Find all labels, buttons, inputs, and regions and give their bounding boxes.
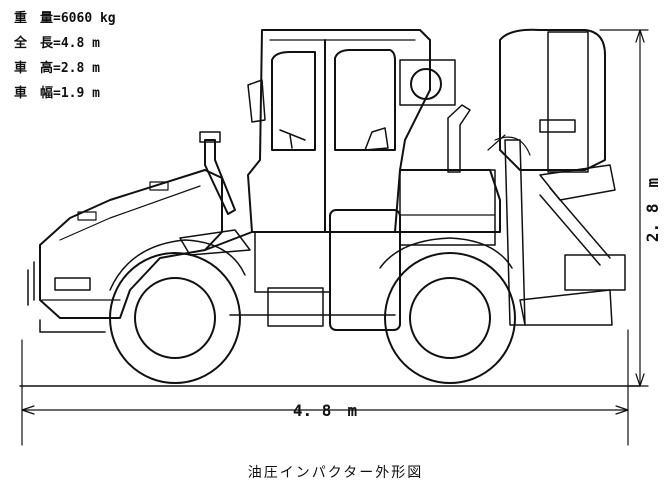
center-panel — [254, 231, 331, 293]
impactor-base — [519, 289, 613, 326]
rear-wheel — [384, 252, 516, 384]
spec-weight: 重 量=6060 kg — [14, 11, 116, 26]
impactor-bracket — [539, 119, 576, 133]
cab-side-panel — [399, 59, 456, 106]
cab-door-window — [334, 49, 396, 151]
cab-lamp — [410, 68, 442, 100]
front-wheel — [109, 252, 241, 384]
hood-panel-line — [59, 185, 201, 241]
rear-fender — [379, 237, 513, 269]
rear-body — [399, 169, 496, 246]
cab-mirror — [247, 79, 266, 123]
figure-caption: 油圧インパクター外形図 — [247, 465, 424, 481]
rear-exhaust-stack — [447, 104, 471, 173]
spec-length: 全 長=4.8 m — [14, 36, 100, 51]
hydraulic-block — [267, 287, 324, 327]
hood-vent — [77, 211, 97, 221]
front-hood — [39, 169, 223, 319]
front-grille — [54, 277, 91, 291]
impactor-mast — [504, 139, 526, 326]
impactor-hose — [487, 134, 531, 156]
impactor-head — [564, 254, 626, 291]
height-arrow-top — [635, 29, 645, 43]
spec-label: 車 幅 — [14, 86, 54, 101]
spec-value: 4.8 m — [60, 36, 100, 51]
exhaust-cap — [199, 131, 221, 143]
length-arrow-left — [21, 405, 35, 415]
spec-width: 車 幅=1.9 m — [14, 86, 100, 101]
cab-front-window — [271, 51, 316, 151]
spec-label: 全 長 — [14, 36, 54, 51]
front-fender — [109, 239, 246, 291]
impactor-cylinder — [539, 187, 611, 266]
fuel-tank — [329, 209, 401, 331]
spec-table: 重 量=6060 kg 全 長=4.8 m 車 高=2.8 m 車 幅=1.9 … — [14, 6, 116, 106]
spec-value: 2.8 m — [60, 61, 100, 76]
hammer-cylinder — [547, 31, 589, 173]
steering-wheel — [279, 129, 306, 149]
length-arrow-right — [615, 405, 629, 415]
length-label: 4. 8 m — [293, 401, 358, 420]
height-label: 2. 8 m — [643, 178, 662, 243]
spec-label: 重 量 — [14, 11, 54, 26]
spec-height: 車 高=2.8 m — [14, 61, 100, 76]
front-bumper — [27, 261, 106, 333]
height-arrow-bottom — [635, 373, 645, 387]
spec-label: 車 高 — [14, 61, 54, 76]
seat — [364, 127, 389, 151]
frame-step — [179, 229, 251, 256]
spec-value: 1.9 m — [60, 86, 100, 101]
hood-vent — [149, 181, 169, 191]
spec-value: 6060 kg — [60, 11, 116, 26]
front-exhaust-pipe — [204, 139, 236, 215]
impactor-hood — [499, 28, 606, 171]
